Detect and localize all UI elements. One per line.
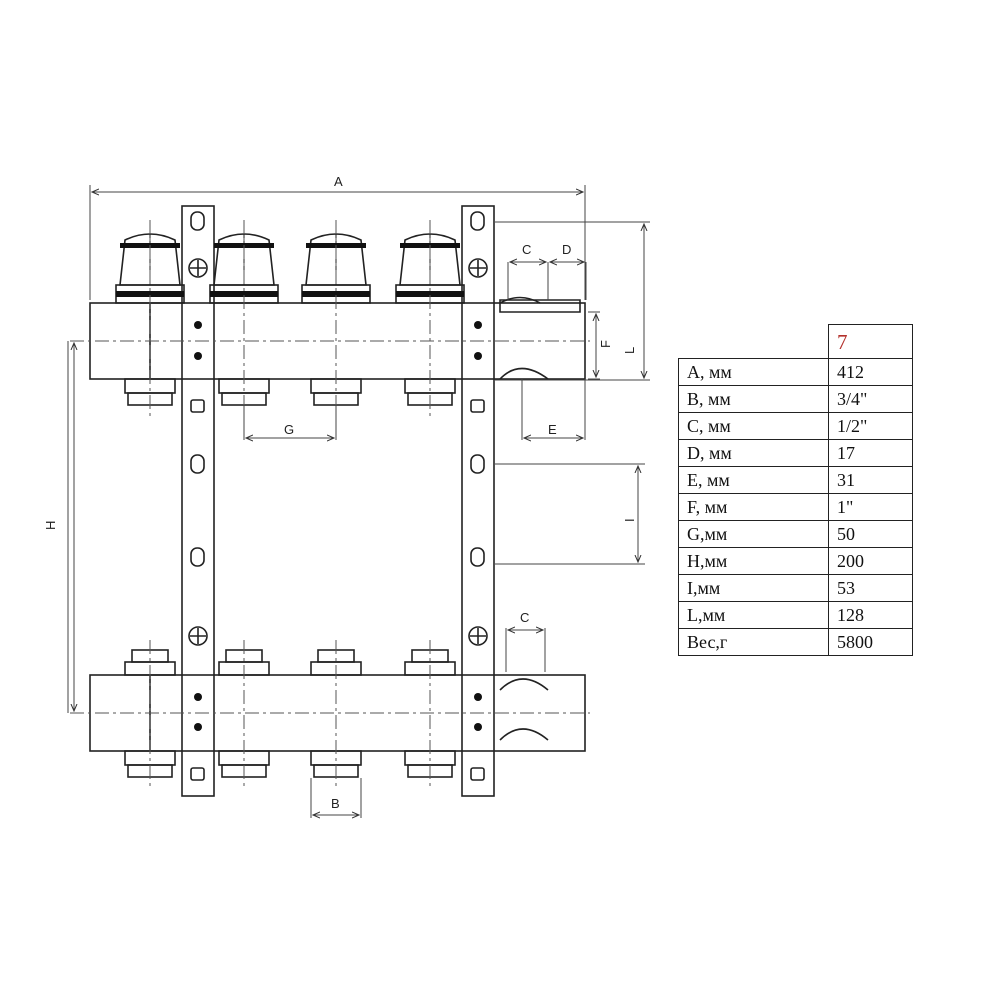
table-header-row: 7 [678,324,913,359]
param-cell: G,мм [678,520,829,548]
left-bracket [181,205,215,797]
right-bracket [461,205,495,797]
value-cell: 31 [828,466,913,494]
dim-label-c: C [522,242,531,257]
value-cell: 3/4" [828,385,913,413]
value-cell: 128 [828,601,913,629]
param-cell: B, мм [678,385,829,413]
param-cell: L,мм [678,601,829,629]
param-cell: D, мм [678,439,829,467]
model-number: 7 [828,324,913,359]
param-cell: F, мм [678,493,829,521]
value-cell: 5800 [828,628,913,656]
value-cell: 200 [828,547,913,575]
dim-label-h: H [43,521,58,530]
dim-label-d: D [562,242,571,257]
dim-label-b: B [331,796,340,811]
param-cell: H,мм [678,547,829,575]
value-cell: 53 [828,574,913,602]
param-cell: C, мм [678,412,829,440]
value-cell: 50 [828,520,913,548]
dim-label-i: I [622,518,637,522]
dim-label-e: E [548,422,557,437]
param-cell: Вес,г [678,628,829,656]
param-cell: A, мм [678,358,829,386]
value-cell: 412 [828,358,913,386]
value-cell: 1/2" [828,412,913,440]
dim-label-g: G [284,422,294,437]
dim-label-a: A [334,174,343,189]
param-cell: I,мм [678,574,829,602]
value-cell: 17 [828,439,913,467]
param-cell: E, мм [678,466,829,494]
value-cell: 1" [828,493,913,521]
dim-label-l: L [622,347,637,354]
dim-label-c-lower: C [520,610,529,625]
dim-label-f: F [598,340,613,348]
table-corner [678,324,829,359]
